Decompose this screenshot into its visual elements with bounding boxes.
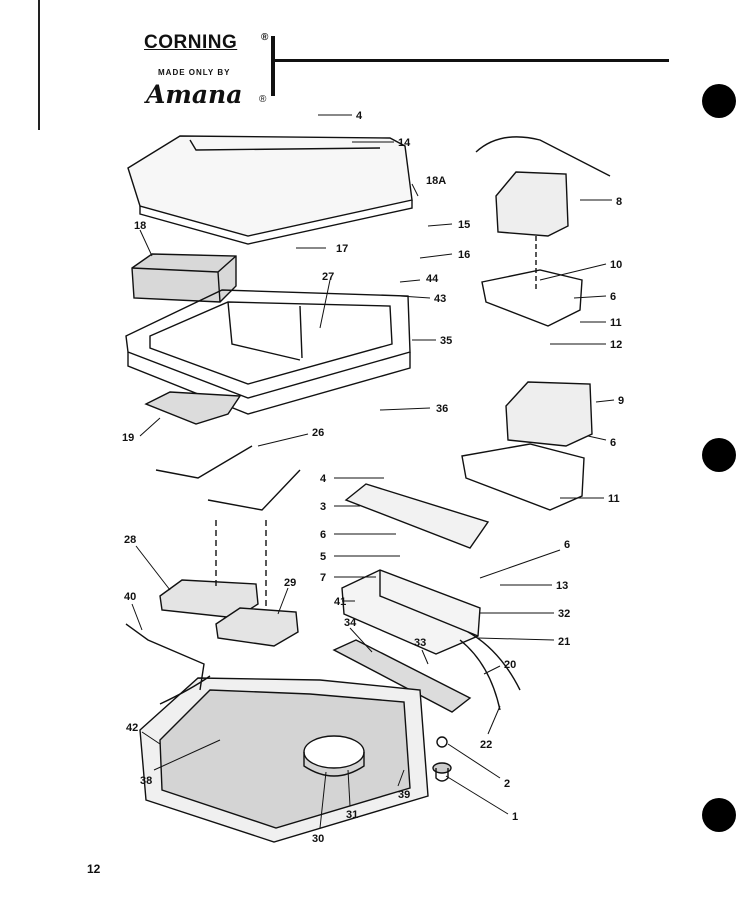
callout-10: 10 bbox=[610, 259, 622, 271]
callout-41: 41 bbox=[334, 596, 346, 608]
callout-18a: 18A bbox=[426, 175, 446, 187]
callout-6-lower-relay: 6 bbox=[610, 437, 616, 449]
callout-6-box: 6 bbox=[564, 539, 570, 551]
callout-1: 1 bbox=[512, 811, 518, 823]
control-box bbox=[341, 569, 521, 711]
callout-5: 5 bbox=[320, 551, 326, 563]
brand-subtitle: MADE ONLY BY bbox=[158, 68, 231, 77]
callout-29: 29 bbox=[284, 577, 296, 589]
callout-16: 16 bbox=[458, 249, 470, 261]
callout-4-plate: 4 bbox=[320, 473, 327, 485]
brand-bar bbox=[271, 36, 275, 96]
brand-logo: CORNING ® MADE ONLY BY Amana ® bbox=[144, 32, 669, 112]
binder-hole-bottom bbox=[702, 798, 736, 832]
callout-43: 43 bbox=[434, 293, 446, 305]
callout-28: 28 bbox=[124, 534, 136, 546]
callout-32: 32 bbox=[558, 608, 570, 620]
callout-3: 3 bbox=[320, 501, 326, 513]
foam-pad bbox=[131, 253, 237, 303]
callout-15: 15 bbox=[458, 219, 470, 231]
callout-35: 35 bbox=[440, 335, 452, 347]
filter-pad bbox=[144, 391, 242, 425]
brand-name: CORNING bbox=[144, 32, 238, 53]
page-number: 12 bbox=[87, 862, 101, 876]
part-drawings bbox=[125, 135, 611, 843]
callout-22: 22 bbox=[480, 739, 492, 751]
callout-12: 12 bbox=[610, 339, 622, 351]
callout-8: 8 bbox=[616, 196, 622, 208]
callout-42: 42 bbox=[126, 722, 138, 734]
maker-registered-mark: ® bbox=[259, 94, 267, 105]
callout-2: 2 bbox=[504, 778, 510, 790]
feet bbox=[432, 736, 452, 782]
base-tray bbox=[139, 677, 429, 843]
callout-9: 9 bbox=[618, 395, 624, 407]
part-callouts: 4 14 18A 8 18 17 15 16 27 44 43 10 6 11 … bbox=[122, 110, 624, 845]
callout-38: 38 bbox=[140, 775, 152, 787]
margin-rule bbox=[38, 0, 40, 130]
binder-hole-top bbox=[702, 84, 736, 118]
callout-11-upper: 11 bbox=[610, 317, 622, 329]
callout-14: 14 bbox=[398, 137, 411, 149]
callout-13: 13 bbox=[556, 580, 568, 592]
callout-6-plate: 6 bbox=[320, 529, 326, 541]
callout-44: 44 bbox=[426, 273, 439, 285]
support-rods bbox=[155, 445, 301, 511]
frame-tray bbox=[125, 289, 411, 415]
maker-name: Amana bbox=[146, 80, 243, 109]
cover-lid bbox=[127, 135, 413, 245]
callout-11-lower: 11 bbox=[608, 493, 620, 505]
callout-40: 40 bbox=[124, 591, 136, 603]
heating-pads bbox=[159, 520, 299, 647]
callout-6-relay: 6 bbox=[610, 291, 616, 303]
callout-20: 20 bbox=[504, 659, 516, 671]
brand-registered-mark: ® bbox=[261, 32, 269, 43]
callout-30: 30 bbox=[312, 833, 324, 845]
mounting-plate bbox=[344, 483, 490, 549]
callout-17: 17 bbox=[336, 243, 348, 255]
binder-hole-middle bbox=[702, 438, 736, 472]
callout-18: 18 bbox=[134, 220, 146, 232]
callout-31: 31 bbox=[346, 809, 358, 821]
callout-27: 27 bbox=[322, 271, 334, 283]
relay-assembly-lower bbox=[461, 381, 593, 511]
brand-rule bbox=[275, 59, 669, 62]
callout-36: 36 bbox=[436, 403, 448, 415]
callout-4-top: 4 bbox=[356, 110, 363, 122]
callout-19: 19 bbox=[122, 432, 134, 444]
hinge-bracket bbox=[125, 623, 211, 705]
callout-7: 7 bbox=[320, 572, 326, 584]
leader-lines bbox=[131, 114, 615, 829]
callout-33: 33 bbox=[414, 637, 426, 649]
relay-assembly bbox=[475, 136, 611, 327]
callout-39: 39 bbox=[398, 789, 410, 801]
callout-21: 21 bbox=[558, 636, 570, 648]
callout-34: 34 bbox=[344, 617, 357, 629]
callout-26: 26 bbox=[312, 427, 324, 439]
